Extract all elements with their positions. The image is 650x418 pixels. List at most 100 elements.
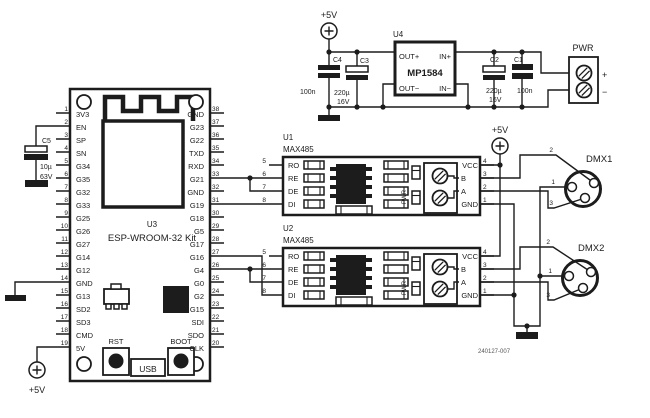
esp-pin-name: GND <box>187 188 204 197</box>
ground-symbol <box>5 295 26 301</box>
plus-icon <box>32 365 42 375</box>
wire-en-c5 <box>35 125 56 180</box>
esp-pin-number: 36 <box>212 132 220 139</box>
dmx2-pin3 <box>577 282 589 294</box>
dmx1-pin3-number: 3 <box>549 200 553 207</box>
u2-ref: U2 <box>283 224 294 233</box>
mounting-hole <box>188 94 204 110</box>
rst-label: RST <box>109 337 124 346</box>
esp-pin-name: G12 <box>76 266 90 275</box>
wire-u2-b-dmx2 <box>480 246 592 273</box>
wire-5v-vcc <box>480 154 501 257</box>
rst-button-cap[interactable] <box>108 353 124 369</box>
terminal-screw <box>575 81 593 99</box>
esp-left-pin-stubs <box>56 112 70 348</box>
esp-pin-number: 38 <box>212 106 220 113</box>
esp-pin-number: 9 <box>64 210 68 217</box>
esp-pin-name: G33 <box>76 201 90 210</box>
junction-dot <box>326 49 332 55</box>
junction-dots <box>247 49 543 329</box>
esp-pin-name: SDI <box>191 318 204 327</box>
antenna-icon <box>102 94 196 121</box>
pwr-plus-label: + <box>602 70 607 80</box>
esp-pin-number: 32 <box>212 184 220 191</box>
junction-dot <box>354 49 360 55</box>
esp-right-pin-stubs <box>210 112 224 348</box>
buck-pin-label: IN− <box>439 84 452 93</box>
usb-connector <box>130 358 166 377</box>
esp-pin-number: 14 <box>61 275 69 282</box>
junction-dot <box>491 49 497 55</box>
esp-pin-number: 33 <box>212 171 220 178</box>
esp-pin-number: 25 <box>212 275 220 282</box>
boot-button-cap[interactable] <box>173 353 189 369</box>
u2-part: MAX485 <box>283 236 314 245</box>
esp32-section: C5 10µ 63V +5V U3 ESP-WROOM-32 Kit RST B… <box>5 87 224 395</box>
wire-gnd14 <box>14 281 56 295</box>
buck-module-outline <box>393 40 457 97</box>
u1-part: MAX485 <box>283 145 314 154</box>
esp-pin-number: 26 <box>212 262 220 269</box>
esp-name: ESP-WROOM-32 Kit <box>108 233 197 244</box>
esp-pin-number: 35 <box>212 145 220 152</box>
esp-pin-number: 17 <box>61 314 69 321</box>
regulator-body <box>103 288 130 305</box>
esp-pin-number: 15 <box>61 288 69 295</box>
junction-dot <box>380 104 386 110</box>
regulator-tab <box>110 283 122 290</box>
junction-dot <box>247 175 253 181</box>
esp-pin-number: 34 <box>212 158 220 165</box>
esp-pin-name: G14 <box>76 253 90 262</box>
wire-dmx-pin1-gnd <box>526 186 568 332</box>
capacitor-plate <box>346 75 368 80</box>
esp-pin-name: G25 <box>76 214 90 223</box>
power-supply-section: +5V C4 100n C3 220µ 16V U4 OUT+ IN+ MP15… <box>300 10 607 121</box>
esp-pin-number: 1 <box>64 106 68 113</box>
capacitor-plate <box>345 65 369 73</box>
junction-dot <box>537 273 543 279</box>
esp-pin-number: 19 <box>61 340 69 347</box>
power-rail-wires <box>328 39 569 115</box>
esp-pin-number: 7 <box>64 184 68 191</box>
esp-pin-number: 18 <box>61 327 69 334</box>
esp-pin-name: G19 <box>190 201 204 210</box>
capacitor-value: 220µ <box>334 90 350 97</box>
capacitor-ref: C5 <box>42 138 51 145</box>
esp-pin-name: SDO <box>188 331 204 340</box>
wire-u1-gnd <box>480 203 527 327</box>
dmx2-label: DMX2 <box>578 243 604 254</box>
plus-icon <box>495 141 505 151</box>
esp-pin-name: G0 <box>194 279 204 288</box>
esp-pin-name: CMD <box>76 331 94 340</box>
esp-pin-number: 2 <box>64 119 68 126</box>
capacitor-plate <box>512 73 533 79</box>
buck-module-ref: U4 <box>393 30 404 39</box>
capacitor-plate <box>24 154 48 160</box>
esp-pin-name: G17 <box>190 240 204 249</box>
esp-pin-name: RXD <box>188 162 204 171</box>
esp-pin-name: G22 <box>190 136 204 145</box>
junction-dot <box>247 266 253 272</box>
terminal-screw <box>575 64 593 82</box>
esp-shield-outline <box>101 119 185 209</box>
junction-dot <box>524 323 530 329</box>
dmx2-pin1 <box>563 270 575 282</box>
usb-label: USB <box>139 364 157 374</box>
esp-pin-number: 24 <box>212 288 220 295</box>
capacitor-value: 220µ <box>486 88 502 95</box>
wire-u1-a-dmx1 <box>480 190 586 209</box>
junction-dot <box>491 104 497 110</box>
esp-pin-name: G34 <box>76 162 90 171</box>
capacitor-plate <box>512 64 533 70</box>
esp-pin-number: 3 <box>64 132 68 139</box>
esp-pin-name: G35 <box>76 175 90 184</box>
dmx1-pin1 <box>566 181 578 193</box>
esp-pin-name: SD3 <box>76 318 91 327</box>
esp-pin-name: SD2 <box>76 305 91 314</box>
esp-pin-name: G2 <box>194 292 204 301</box>
buck-pin-label: OUT− <box>399 84 420 93</box>
supply-label: +5V <box>321 10 337 20</box>
esp-pin-name: 3V3 <box>76 110 89 119</box>
regulator-leg <box>105 303 112 310</box>
